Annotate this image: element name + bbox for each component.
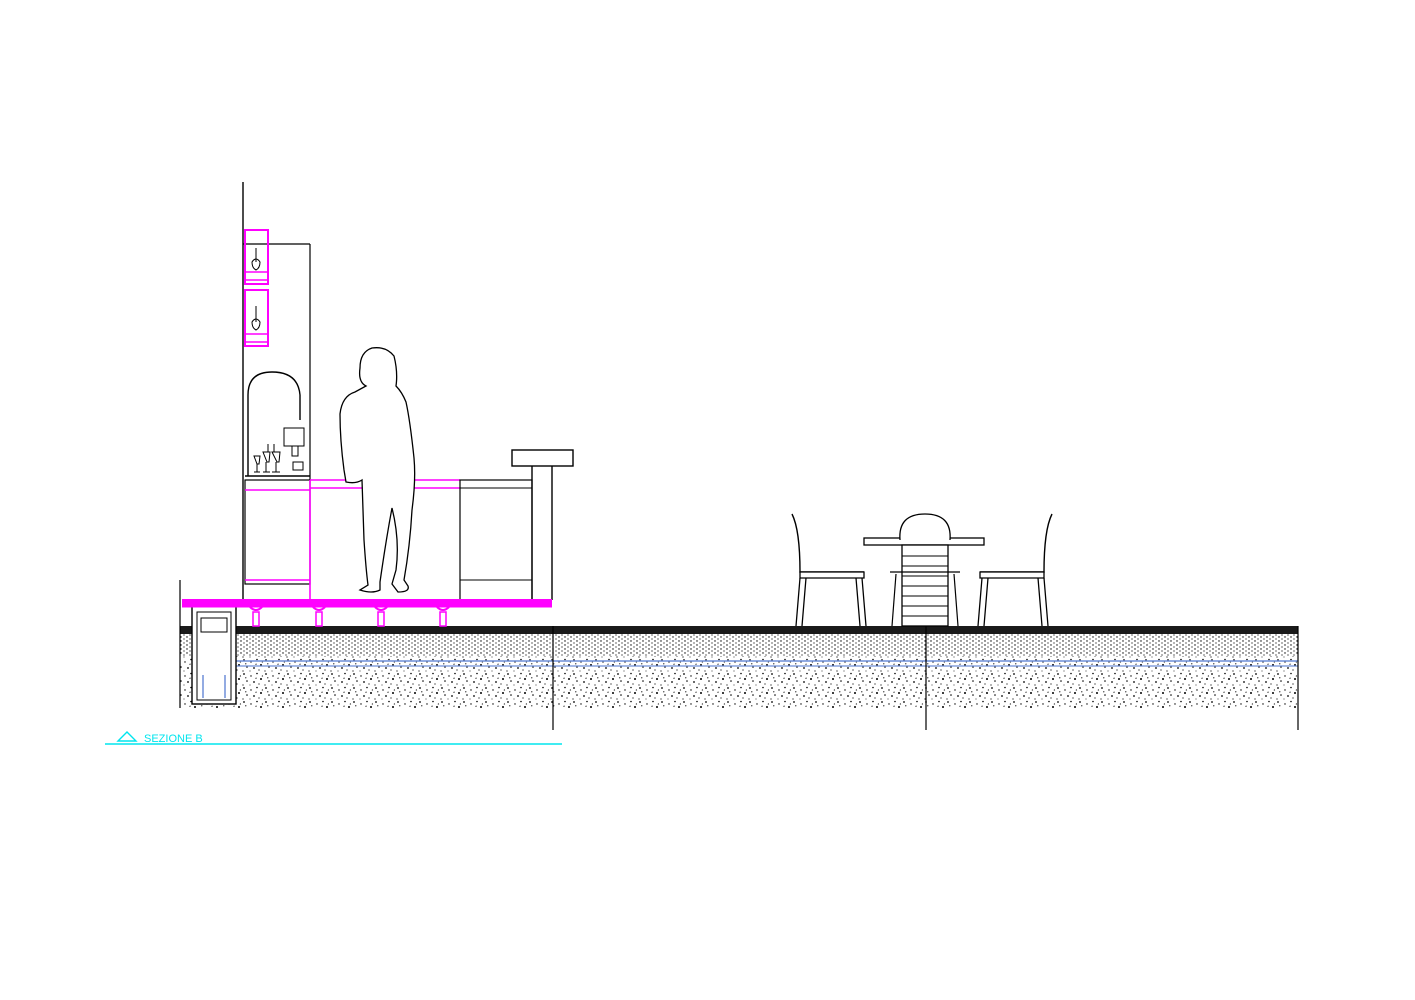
arched-niche [247,371,301,476]
drainage-channel [191,605,237,705]
floor-finish-layer [180,626,1298,634]
chair-right [977,513,1053,627]
chair-left [791,513,867,627]
human-figure [339,347,416,593]
section-marker-icon [116,731,138,742]
section-title-block: SEZIONE B [105,731,562,745]
bar-area [182,182,574,627]
gravel-layer [180,656,1298,708]
upper-shelf-2 [244,289,269,347]
screed-layer [180,634,1298,656]
counter-cabinets [244,449,574,601]
section-label: SEZIONE B [144,733,203,745]
upper-shelf-1 [244,229,269,285]
ground-section [179,580,1299,730]
dining-set [791,513,1053,627]
glasses-group [253,444,281,473]
raised-platform [182,599,552,627]
round-table [863,513,985,627]
coffee-machine [283,427,305,471]
